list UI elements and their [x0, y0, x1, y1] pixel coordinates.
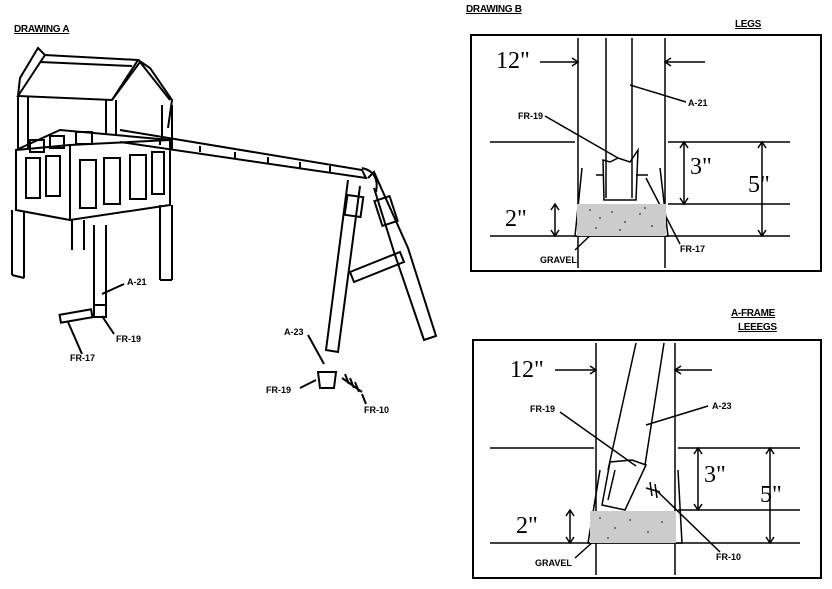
drawing-a-title: DRAWING A [14, 24, 70, 35]
label-fr19-swing: FR-19 [266, 385, 292, 395]
label-fr19: FR-19 [116, 334, 142, 344]
label-a21: A-21 [127, 277, 147, 287]
label-a23: A-23 [284, 327, 304, 337]
legs-dim-2: 2" [505, 206, 527, 232]
legs-label-fr19: FR-19 [518, 111, 544, 121]
label-fr10: FR-10 [364, 405, 390, 415]
aframe-panel-title-1: A-FRAME [731, 308, 776, 319]
aframe-dim-2: 2" [516, 513, 538, 539]
legs-label-a21: A-21 [688, 98, 708, 108]
drawing-b-title: DRAWING B [466, 4, 522, 15]
aframe-dim-5: 5" [760, 482, 782, 508]
aframe-panel-title-2: LEEEGS [738, 322, 777, 333]
aframe-label-fr19: FR-19 [530, 404, 556, 414]
aframe-dim-3: 3" [704, 462, 726, 488]
legs-panel [470, 34, 822, 272]
aframe-label-a23: A-23 [712, 401, 732, 411]
legs-dim-12: 12" [496, 48, 530, 74]
label-fr17: FR-17 [70, 353, 96, 363]
aframe-panel [472, 339, 822, 579]
aframe-label-gravel: GRAVEL [535, 558, 572, 568]
legs-label-gravel: GRAVEL [540, 255, 577, 265]
legs-panel-title: LEGS [735, 19, 762, 30]
aframe-label-fr10: FR-10 [716, 552, 742, 562]
legs-dim-5: 5" [748, 172, 770, 198]
aframe-dim-12: 12" [510, 357, 544, 383]
legs-dim-3: 3" [690, 154, 712, 180]
legs-label-fr17: FR-17 [680, 244, 706, 254]
